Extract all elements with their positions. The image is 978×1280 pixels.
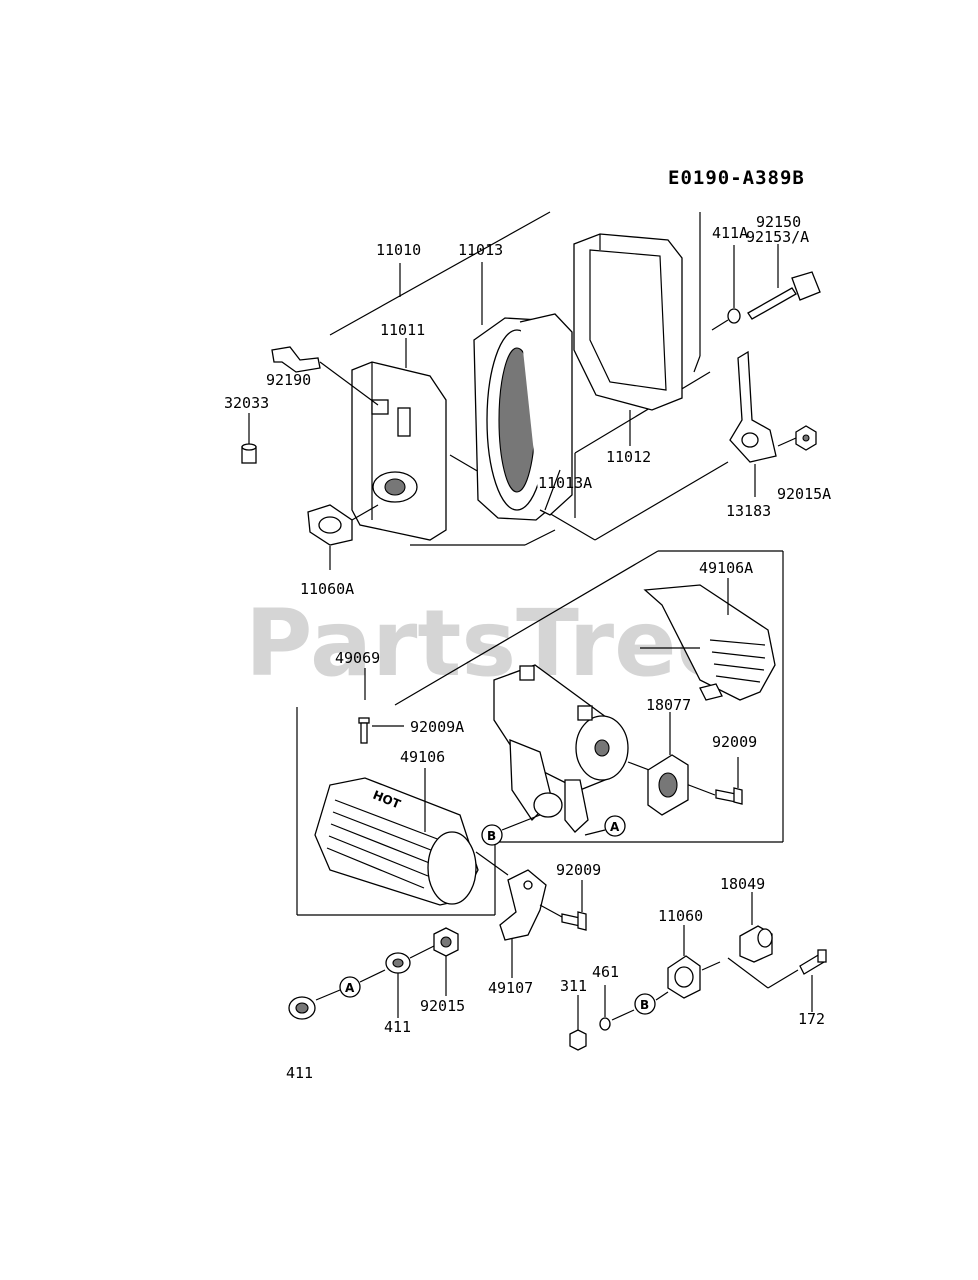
label-11011: 11011	[380, 321, 425, 339]
label-11060A: 11060A	[300, 580, 354, 598]
wing-bolt	[747, 271, 821, 320]
bracket	[729, 350, 777, 463]
label-11060: 11060	[658, 907, 703, 925]
label-411: 411	[384, 1018, 411, 1036]
diagram-code: E0190-A389B	[668, 167, 805, 189]
breather-hose	[271, 346, 321, 373]
callout-a-upper: A	[604, 815, 626, 837]
gasket-11060A	[307, 504, 353, 546]
label-13183: 13183	[726, 502, 771, 520]
gasket-11060	[667, 955, 701, 999]
air-cleaner-cover	[573, 233, 683, 411]
screw-172	[799, 949, 827, 975]
callout-b-upper: B	[481, 824, 503, 846]
label-11013: 11013	[458, 241, 503, 259]
air-cleaner-group	[241, 211, 821, 570]
svg-text:B: B	[487, 829, 496, 843]
washer-411A	[727, 308, 741, 324]
muffler-bracket	[499, 869, 547, 941]
label-311: 311	[560, 977, 587, 995]
label-49106A: 49106A	[699, 559, 753, 577]
label-49069: 49069	[335, 649, 380, 667]
spark-arrester-plate	[647, 754, 689, 816]
washer-left	[288, 996, 316, 1020]
hardware-row	[288, 892, 827, 1051]
label-411A: 411A	[712, 224, 748, 242]
label-92009-lower: 92009	[556, 861, 601, 879]
air-cleaner-base	[351, 361, 447, 541]
muffler-cover-lower: HOT	[314, 777, 479, 906]
callout-a-lower: A	[339, 976, 361, 998]
label-92015A: 92015A	[777, 485, 831, 503]
spark-arrester	[739, 925, 773, 963]
screw-92009A	[358, 717, 370, 744]
label-18049: 18049	[720, 875, 765, 893]
label-11013A: 11013A	[538, 474, 592, 492]
svg-text:A: A	[345, 981, 355, 995]
label-18077: 18077	[646, 696, 691, 714]
label-49107: 49107	[488, 979, 533, 997]
label-32033: 32033	[224, 394, 269, 412]
label-92015: 92015	[420, 997, 465, 1015]
bolt-92009-upper	[715, 787, 743, 805]
muffler-body	[493, 664, 629, 833]
watermark: PartsTree	[245, 590, 739, 697]
label-11012: 11012	[606, 448, 651, 466]
muffler-group: HOT	[296, 550, 784, 978]
muffler-cover-upper	[643, 584, 776, 701]
nut-92015	[433, 927, 459, 957]
label-92190: 92190	[266, 371, 311, 389]
callout-b-lower: B	[634, 993, 656, 1015]
label-92009-upper: 92009	[712, 733, 757, 751]
nut-92015A	[795, 425, 817, 451]
label-11010: 11010	[376, 241, 421, 259]
lock-washer-461	[599, 1017, 611, 1031]
label-172: 172	[798, 1010, 825, 1028]
label-92153A: 92153/A	[746, 228, 809, 246]
footer-code: 411	[286, 1064, 313, 1082]
air-filter-element	[473, 313, 573, 521]
label-461: 461	[592, 963, 619, 981]
label-92009A: 92009A	[410, 718, 464, 736]
svg-text:A: A	[610, 820, 620, 834]
plug	[241, 443, 257, 464]
nut-311	[569, 1029, 587, 1051]
bolt-92009-lower	[561, 911, 587, 931]
label-49106: 49106	[400, 748, 445, 766]
washer-411	[385, 952, 411, 974]
label-92150: 92150	[756, 213, 801, 231]
svg-text:B: B	[640, 998, 649, 1012]
